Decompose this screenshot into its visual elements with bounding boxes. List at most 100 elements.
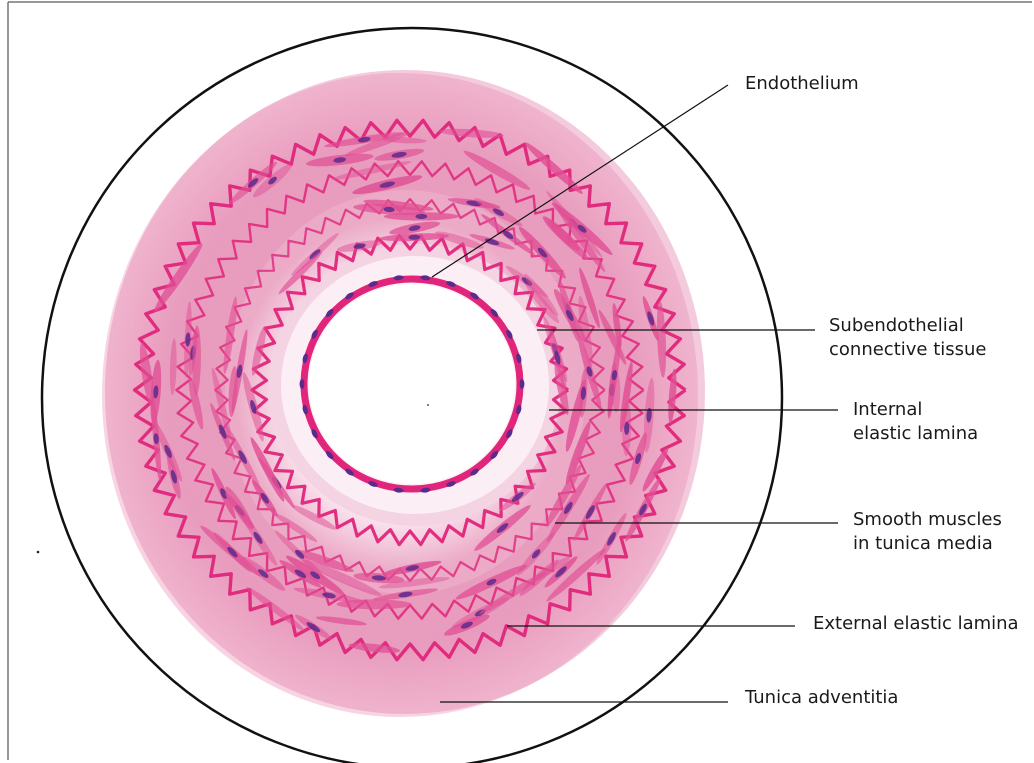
smooth-muscle-cell [210, 402, 236, 461]
smooth-muscle-cell [353, 203, 426, 216]
speck [427, 404, 429, 406]
smooth-muscle-cell [565, 421, 591, 485]
smooth-muscle-cell [353, 572, 405, 584]
cell-nucleus [260, 492, 269, 504]
smooth-muscle-cells [139, 128, 677, 653]
endothelial-nucleus [302, 404, 308, 415]
smooth-muscle-cell [577, 333, 602, 410]
cell-nucleus [554, 350, 561, 365]
smooth-muscle-cell [211, 467, 236, 520]
endothelial-nucleus [345, 468, 354, 476]
smooth-muscle-cell [544, 556, 578, 588]
label-internal-elastic-line1: Internal [853, 399, 923, 420]
cell-nucleus [577, 224, 587, 233]
label-adventitia-text: Tunica adventitia [745, 687, 899, 708]
leader-endothelium [431, 84, 729, 278]
smooth-muscle-cell [169, 338, 177, 396]
endothelial-nucleus [299, 379, 305, 389]
cell-nucleus [227, 546, 238, 558]
elastic-lamina-ring [175, 160, 645, 620]
smooth-muscle-cell [389, 221, 440, 235]
smooth-muscle-cell [352, 175, 423, 195]
smooth-muscle-cell [579, 267, 600, 329]
endothelial-nucleus [325, 308, 334, 318]
smooth-muscle-cell [291, 505, 337, 530]
endothelial-nucleus [490, 308, 499, 318]
smooth-muscle-cell [463, 150, 531, 190]
cell-nucleus [408, 225, 421, 231]
cell-nucleus [486, 578, 497, 586]
smooth-muscle-cell [578, 295, 593, 369]
cell-nucleus [398, 591, 413, 598]
endothelial-nucleus [470, 292, 479, 300]
smooth-muscle-cell [286, 555, 345, 595]
smooth-muscle-cell [348, 643, 401, 653]
smooth-muscle-cell [382, 137, 427, 144]
cell-nucleus [635, 453, 642, 465]
label-internal-elastic-line2: elastic lamina [853, 423, 979, 444]
cell-nucleus [415, 213, 428, 220]
smooth-muscle-cell [525, 283, 560, 324]
cell-nucleus [164, 444, 172, 458]
cell-nucleus [238, 450, 247, 464]
smooth-muscle-cell [324, 132, 405, 148]
smooth-muscle-cell [553, 288, 586, 343]
smooth-muscle-cell [184, 301, 192, 378]
endothelial-nucleus [368, 281, 378, 287]
cell-nucleus [391, 151, 407, 158]
smooth-muscle-cell [546, 464, 582, 527]
cell-nucleus [294, 569, 307, 578]
cell-nucleus [310, 571, 321, 580]
smooth-muscle-cell [278, 251, 323, 295]
smooth-muscle-cell [455, 564, 528, 600]
cell-nucleus [624, 421, 630, 435]
cell-nucleus [555, 566, 567, 578]
smooth-muscle-cell [251, 479, 278, 517]
smooth-muscle-cell [250, 437, 285, 502]
endothelial-nucleus [470, 468, 479, 476]
smooth-muscle-cell [154, 242, 203, 312]
cell-nucleus [306, 622, 321, 633]
label-smooth-muscle-line1: Smooth muscles [853, 509, 1002, 530]
cell-nucleus [358, 136, 371, 143]
endothelial-nucleus [506, 429, 513, 439]
endothelial-nucleus [519, 379, 525, 389]
cell-nucleus [353, 243, 366, 249]
smooth-muscle-cell [154, 421, 182, 482]
smooth-muscle-cell [439, 128, 504, 138]
smooth-muscle-cell [192, 325, 201, 396]
label-subendothelial-line2: connective tissue [829, 339, 987, 360]
label-smooth-muscle: Smooth muscles in tunica media [853, 508, 1002, 556]
endothelial-nucleus [516, 353, 522, 364]
smooth-muscle-cell [444, 614, 490, 636]
cell-nucleus [220, 488, 227, 499]
smooth-muscle-cell [499, 482, 536, 512]
cell-nucleus [647, 311, 655, 326]
cell-nucleus [511, 491, 524, 502]
smooth-muscle-cell [213, 532, 252, 572]
smooth-muscle-cell [151, 396, 162, 482]
cell-nucleus [611, 370, 618, 381]
smooth-muscle-cell [546, 474, 590, 542]
cell-nucleus [371, 575, 386, 581]
smooth-muscle-cell [363, 199, 434, 211]
smooth-muscle-cell [554, 362, 569, 415]
endothelial-nucleus [420, 275, 431, 281]
cell-nucleus [295, 549, 305, 559]
endothelial-nucleus [506, 329, 513, 339]
smooth-muscle-cell [525, 142, 583, 194]
smooth-muscle-cell [224, 423, 262, 491]
smooth-muscle-cell [517, 532, 555, 576]
smooth-muscle-cell [379, 577, 450, 589]
smooth-muscle-cell [435, 231, 484, 249]
endothelial-nucleus [393, 487, 404, 493]
smooth-muscle-cell [229, 161, 278, 204]
cell-nucleus [236, 364, 243, 379]
smooth-muscle-cell [211, 367, 231, 440]
lumen [309, 284, 515, 484]
smooth-muscle-cell [242, 372, 264, 442]
smooth-muscle-cell [619, 361, 633, 433]
smooth-muscle-cell [518, 226, 566, 279]
smooth-muscle-cell [139, 342, 154, 407]
